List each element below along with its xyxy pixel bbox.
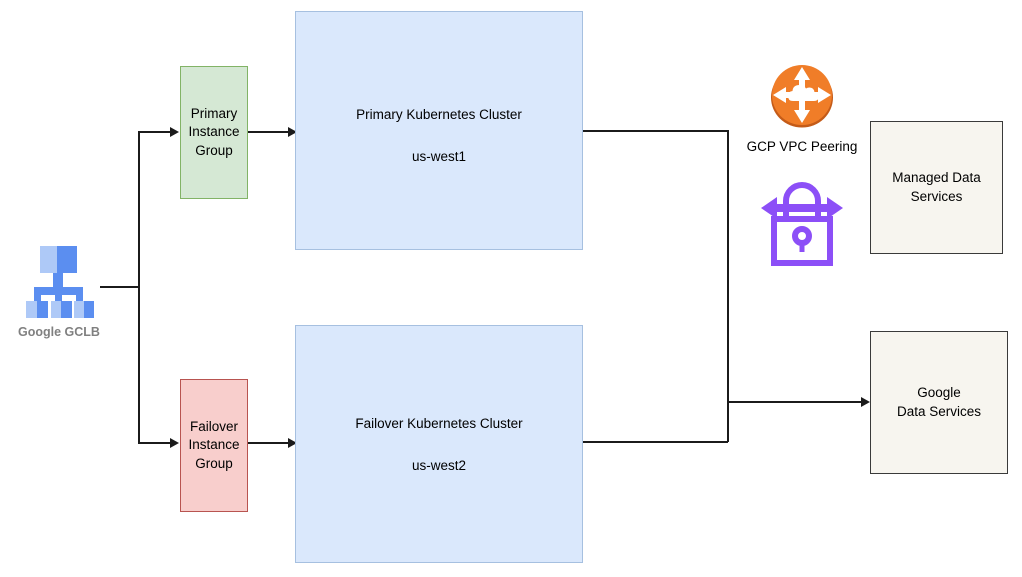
vpc-peering-label: GCP VPC Peering [746, 139, 858, 154]
primary-cluster-name: Primary Kubernetes Cluster [356, 107, 522, 122]
load-balancer-label: Google GCLB [18, 325, 100, 339]
primary-instance-group-line3: Group [195, 142, 233, 158]
arrowhead-primary-cluster [288, 127, 297, 137]
connector-to-primary-ig [138, 131, 172, 133]
vpc-peering-icon [767, 61, 837, 131]
failover-instance-group-box[interactable]: Failover Instance Group [180, 379, 248, 512]
failover-instance-group-line3: Group [195, 455, 233, 471]
connector-gclb-down [138, 286, 140, 443]
vpn-lock-icon [761, 172, 843, 268]
primary-instance-group-line1: Primary [190, 106, 238, 122]
connector-gclb-stub [100, 286, 139, 288]
connector-gclb-up [138, 131, 140, 287]
arrowhead-failover-ig [170, 438, 179, 448]
arrowhead-primary-ig [170, 127, 179, 137]
google-data-services-line2: Data Services [896, 403, 982, 419]
primary-instance-group-line2: Instance [188, 124, 240, 140]
managed-data-services-line1: Managed Data [892, 170, 981, 186]
connector-to-failover-ig [138, 442, 172, 444]
arrowhead-failover-cluster [288, 438, 297, 448]
failover-instance-group-line1: Failover [189, 419, 238, 435]
managed-data-services-line2: Services [910, 188, 963, 204]
connector-failover-ig-to-cluster [248, 442, 292, 444]
failover-cluster-region: us-west2 [411, 458, 467, 474]
connector-cluster-merge-vertical [727, 130, 729, 442]
connector-primary-ig-to-cluster [248, 131, 292, 133]
failover-cluster-name: Failover Kubernetes Cluster [355, 416, 523, 431]
failover-instance-group-line2: Instance [188, 437, 240, 453]
arrowhead-google-data-services [861, 397, 870, 407]
primary-kubernetes-cluster-box[interactable]: Primary Kubernetes Cluster us-west1 [295, 11, 583, 250]
failover-kubernetes-cluster-box[interactable]: Failover Kubernetes Cluster us-west2 [295, 325, 583, 563]
primary-instance-group-box[interactable]: Primary Instance Group [180, 66, 248, 199]
connector-primary-cluster-right [583, 130, 728, 132]
connector-to-google-data-services [727, 401, 864, 403]
google-cloud-load-balancer-icon [22, 246, 96, 321]
primary-cluster-region: us-west1 [411, 149, 467, 165]
google-data-services-box[interactable]: Google Data Services [870, 331, 1008, 474]
google-data-services-line1: Google [917, 385, 961, 401]
connector-failover-cluster-right [583, 441, 728, 443]
managed-data-services-box[interactable]: Managed Data Services [870, 121, 1003, 254]
